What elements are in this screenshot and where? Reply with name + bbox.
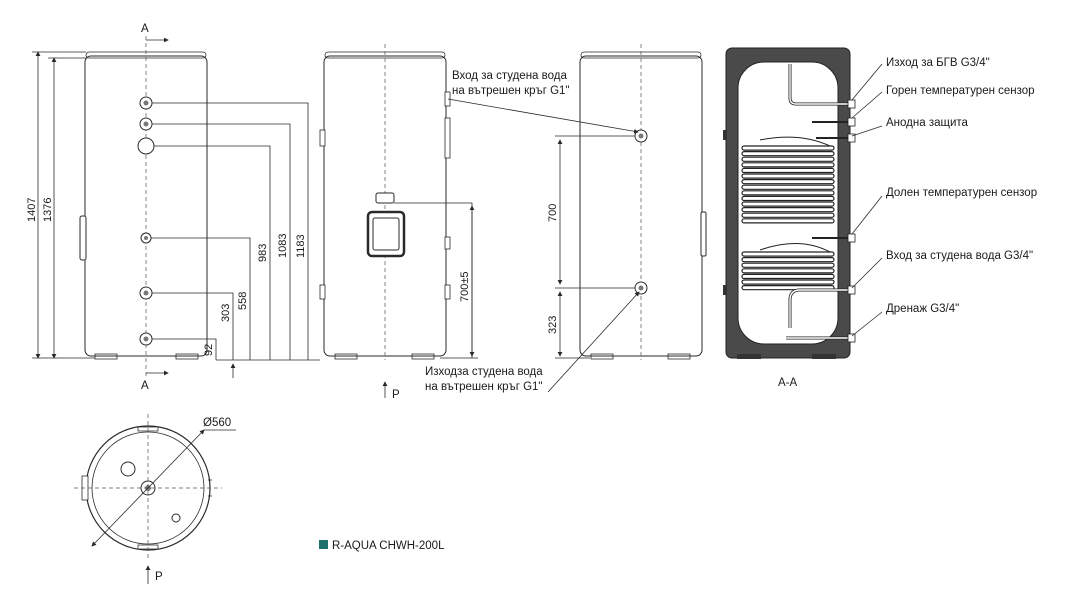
- model-label: R-AQUA CHWH-200L: [319, 540, 445, 552]
- coil-turn: [741, 195, 835, 202]
- view-mark-p-top: P: [155, 571, 163, 583]
- top-diameter-line: [91, 429, 205, 547]
- coil-turn: [741, 190, 835, 196]
- label-outlet-line1: Изходза студена вода: [425, 366, 543, 378]
- front-view: A A 1407 1376 1183 1083: [26, 23, 320, 392]
- coil-turn: [741, 279, 835, 285]
- coil-turn: [741, 207, 835, 213]
- front-foot-right: [175, 353, 199, 360]
- coil-turn: [741, 156, 835, 162]
- coil-turn: [741, 251, 835, 257]
- side-view: 700±5 P: [319, 44, 478, 401]
- dim-1407: 1407: [26, 198, 38, 222]
- dim-92: 92: [203, 344, 215, 356]
- label-cold-in: Вход за студена вода G3/4": [886, 250, 1033, 262]
- coil-turn: [741, 173, 835, 179]
- dim-303: 303: [220, 304, 232, 322]
- top-diameter-label: Ø560: [203, 417, 231, 429]
- coil-turn: [741, 162, 835, 168]
- label-dhw-out: Изход за БГВ G3/4": [886, 57, 990, 69]
- section-heating-coil: [741, 136, 835, 291]
- side-handle-box: [366, 210, 406, 258]
- leader-inlet-g1: [447, 98, 639, 134]
- dim-983: 983: [257, 244, 269, 262]
- dim-700pm5: 700±5: [459, 271, 471, 302]
- leader-outlet-g1: [547, 291, 640, 393]
- label-inlet-line1: Вход за студена вода: [452, 70, 567, 82]
- coil-turn: [741, 201, 835, 207]
- section-mark-top: A: [141, 23, 149, 35]
- label-lower-sensor: Долен температурен сензор: [886, 187, 1037, 199]
- section-mark-bottom: A: [141, 380, 149, 392]
- front-handle: [79, 215, 87, 261]
- dim-558: 558: [237, 292, 249, 310]
- label-upper-sensor: Горен температурен сензор: [886, 85, 1035, 97]
- front-foot-left: [94, 353, 118, 360]
- coil-turn: [741, 184, 835, 190]
- coil-turn: [741, 262, 835, 268]
- view-mark-p-side: P: [392, 389, 400, 401]
- coil-connector: [759, 136, 831, 253]
- top-port-small: [171, 513, 181, 523]
- top-view: Ø560 P: [74, 414, 236, 584]
- coil-turn: [741, 167, 835, 174]
- front-leaders: [151, 102, 320, 361]
- dim-1183: 1183: [295, 234, 307, 258]
- dim-700: 700: [547, 204, 559, 222]
- label-anode: Анодна защита: [886, 117, 969, 129]
- coil-turn: [741, 151, 835, 157]
- back-view: 700 323 Вход за студена вода на вътрешен…: [425, 44, 707, 393]
- coil-turn: [741, 273, 835, 280]
- dim-1083: 1083: [277, 234, 289, 258]
- dim-323: 323: [547, 316, 559, 334]
- coil-turn: [741, 218, 835, 224]
- coil-turn: [741, 179, 835, 185]
- section-caption: A-A: [778, 377, 798, 389]
- side-handle-top: [375, 192, 395, 204]
- section-leaders: [851, 63, 883, 337]
- section-view: Изход за БГВ G3/4" Горен температурен се…: [723, 47, 1037, 389]
- coil-turn: [741, 268, 835, 274]
- dim-1376: 1376: [42, 198, 54, 222]
- top-port-large: [120, 461, 136, 477]
- label-inlet-line2: на вътрешен кръг G1": [452, 85, 570, 97]
- label-drain: Дренаж G3/4": [886, 303, 959, 315]
- coil-turn: [741, 212, 835, 218]
- coil-turn: [741, 257, 835, 263]
- label-outlet-line2: на вътрешен кръг G1": [425, 381, 543, 393]
- model-color-swatch: [319, 540, 328, 549]
- coil-turn: [741, 145, 835, 151]
- model-name: R-AQUA CHWH-200L: [332, 540, 445, 552]
